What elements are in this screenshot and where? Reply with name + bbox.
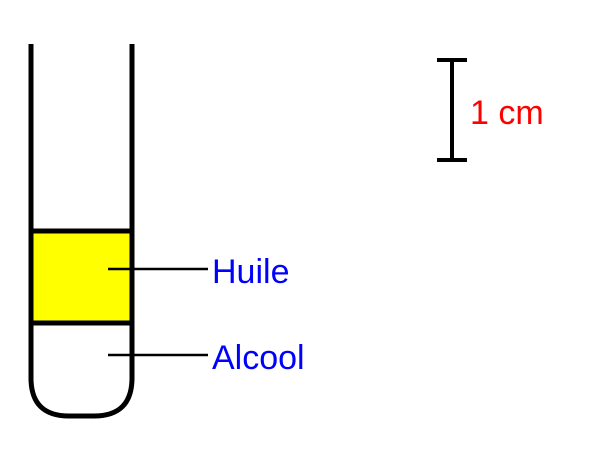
- oil-layer: [31, 231, 132, 323]
- scale-label: 1 cm: [470, 94, 544, 132]
- oil-label: Huile: [212, 253, 289, 291]
- scale-bar: [437, 58, 467, 162]
- test-tube-outline: [28, 44, 135, 419]
- alcohol-label: Alcool: [212, 339, 305, 377]
